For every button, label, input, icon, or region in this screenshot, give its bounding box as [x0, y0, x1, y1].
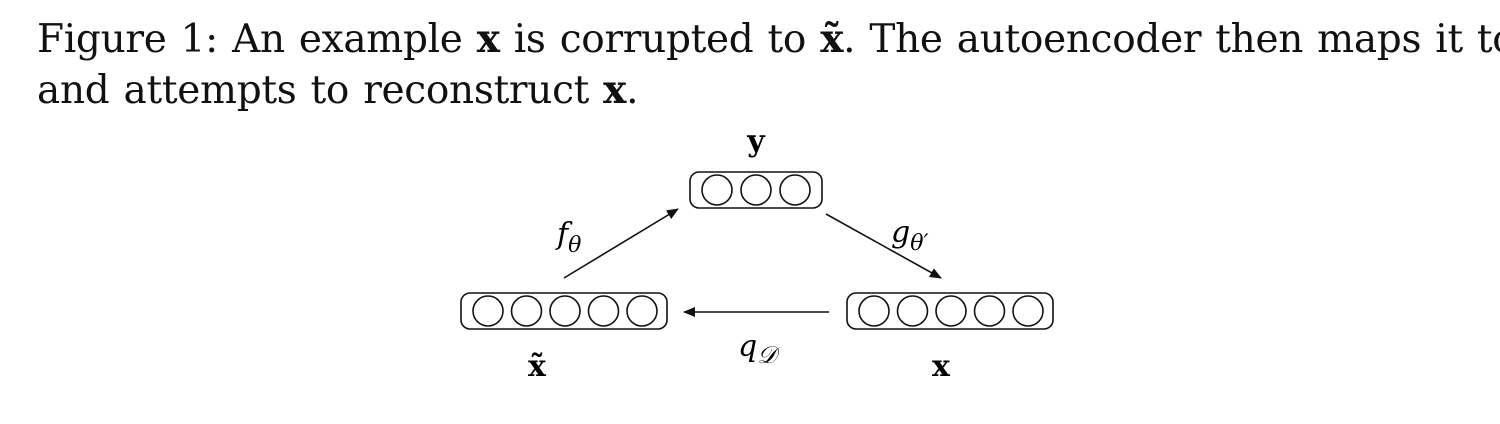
- caption-line-1: Figure 1: An example x is corrupted to x…: [37, 14, 1500, 65]
- caption-symbol: x: [476, 16, 500, 62]
- figure-caption: Figure 1: An example x is corrupted to x…: [37, 14, 1500, 116]
- decoder-arrow: [825, 213, 942, 279]
- unit-circle: [549, 295, 581, 327]
- node-y-units: [701, 174, 811, 206]
- caption-text: is corrupted to: [499, 17, 821, 62]
- node-x-tilde-label: x̃: [528, 349, 547, 384]
- unit-circle: [587, 295, 620, 327]
- unit-circle: [510, 295, 543, 327]
- encoder-label-sub: θ: [568, 233, 581, 258]
- unit-circle: [701, 174, 733, 206]
- node-y: y: [689, 124, 823, 209]
- unit-circle: [472, 295, 504, 327]
- encoder-arrow: [563, 208, 679, 279]
- caption-symbol: x̃: [820, 16, 844, 62]
- unit-circle: [858, 295, 890, 327]
- caption-text: . The autoencoder then maps it to: [843, 17, 1500, 62]
- node-x-tilde: x̃: [460, 292, 668, 384]
- caption-text: and attempts to reconstruct: [37, 68, 604, 113]
- corruption-label-sub: 𝒟: [757, 341, 781, 369]
- unit-circle: [935, 295, 967, 327]
- decoder-label-main: g: [891, 215, 910, 250]
- corruption-label-main: q: [738, 329, 757, 364]
- caption-text: Figure 1: An example: [37, 17, 477, 62]
- node-x-label: x: [932, 349, 951, 384]
- decoder-label-sub: θ′: [910, 231, 928, 256]
- unit-circle: [779, 174, 811, 206]
- caption-line-2: and attempts to reconstruct x.: [37, 65, 1477, 116]
- node-x-tilde-units: [472, 295, 658, 327]
- encoder-label: fθ: [555, 217, 581, 258]
- corruption-label: q𝒟: [738, 329, 781, 369]
- unit-circle: [626, 295, 658, 327]
- node-x-units: [858, 295, 1044, 327]
- unit-circle: [1012, 295, 1044, 327]
- caption-text: .: [626, 68, 639, 113]
- node-x: x: [846, 292, 1054, 384]
- unit-circle: [896, 295, 929, 327]
- decoder-label: gθ′: [891, 215, 928, 256]
- node-y-label: y: [746, 124, 766, 159]
- unit-circle: [973, 295, 1006, 327]
- caption-symbol: x: [603, 67, 627, 113]
- unit-circle: [740, 174, 772, 206]
